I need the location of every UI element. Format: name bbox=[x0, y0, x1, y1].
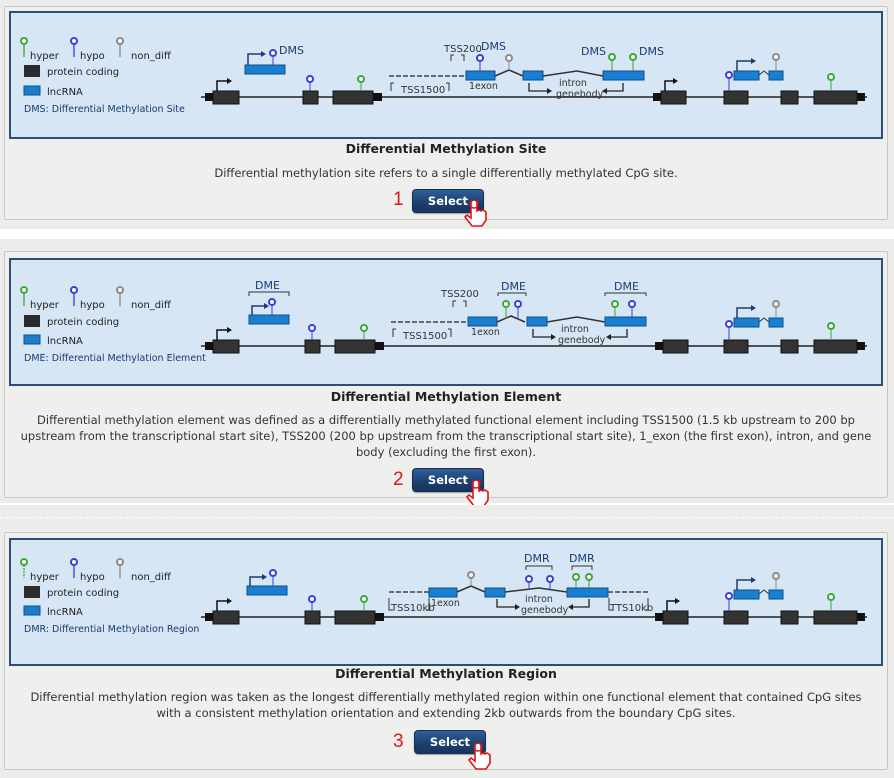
legend-lncrna-label: lncRNA bbox=[47, 87, 83, 98]
dmr-label: DMR bbox=[524, 552, 550, 565]
dms-label: DMS bbox=[581, 45, 606, 58]
legend-lncrna-label: lncRNA bbox=[47, 607, 83, 618]
separator bbox=[0, 517, 894, 518]
dme-label: DME bbox=[501, 280, 526, 293]
hand-cursor-icon bbox=[463, 200, 487, 227]
exon-label: 1exon bbox=[471, 327, 500, 338]
panel-title: Differential Methylation Region bbox=[335, 666, 557, 681]
legend-definition: DMR: Differential Methylation Region bbox=[24, 624, 199, 635]
legend-definition: DME: Differential Methylation Element bbox=[24, 353, 206, 364]
diagram-dms: hyper hypo non_diff protein coding lncRN… bbox=[9, 11, 883, 139]
dms-label: DMS bbox=[481, 40, 506, 53]
exon-label: 1exon bbox=[431, 598, 460, 609]
legend-hyper: hyper bbox=[20, 286, 60, 311]
dmr-label: DMR bbox=[569, 552, 595, 565]
tss10kb-label: TSS10kb bbox=[390, 603, 435, 614]
genebody-label: genebody bbox=[556, 89, 604, 100]
lncrna-swatch bbox=[23, 605, 41, 616]
legend-hypo: hypo bbox=[70, 558, 105, 583]
hand-cursor-icon bbox=[465, 480, 489, 507]
select-dme-button[interactable]: Select bbox=[412, 468, 484, 492]
gene-diagram-dme: hyper hypo non_diff protein coding lncRN… bbox=[20, 279, 867, 364]
tss1500-label: TSS1500 bbox=[400, 85, 445, 96]
legend-non-diff: non_diff bbox=[116, 558, 172, 583]
legend-hypo-label: hypo bbox=[80, 300, 105, 311]
lncrna-swatch bbox=[23, 334, 41, 345]
legend-hypo-label: hypo bbox=[80, 572, 105, 583]
legend-hypo: hypo bbox=[70, 37, 105, 62]
step-number: 1 bbox=[393, 189, 404, 210]
panel-dms: hyper hypo non_diff protein coding lncRN… bbox=[4, 6, 888, 227]
legend-hyper-label: hyper bbox=[30, 572, 60, 583]
tss200-label: TSS200 bbox=[440, 289, 479, 300]
lncrna-swatch bbox=[23, 85, 41, 96]
panel-description: Differential methylation site refers to … bbox=[214, 166, 678, 180]
legend-hypo-label: hypo bbox=[80, 51, 105, 62]
legend-non-diff: non_diff bbox=[116, 286, 172, 311]
step-number: 3 bbox=[393, 731, 404, 752]
select-dmr-button[interactable]: Select bbox=[414, 730, 486, 754]
exon-label: 1exon bbox=[469, 81, 498, 92]
protein-coding-swatch bbox=[24, 65, 40, 77]
dme-label: DME bbox=[614, 280, 639, 293]
panel-description: Differential methylation element was def… bbox=[20, 413, 872, 459]
legend-protein-coding-label: protein coding bbox=[47, 67, 119, 78]
genebody-label: genebody bbox=[558, 335, 606, 346]
gene-diagram-dmr: hyper hypo non_diff protein coding lncRN… bbox=[20, 552, 867, 635]
panel-title: Differential Methylation Element bbox=[330, 389, 562, 404]
legend-hypo: hypo bbox=[70, 286, 105, 311]
gene-diagram-dms: hyper hypo non_diff protein coding lncRN… bbox=[20, 37, 867, 115]
dms-label: DMS bbox=[639, 45, 664, 58]
diagram-dmr: hyper hypo non_diff protein coding lncRN… bbox=[9, 538, 883, 666]
legend-hyper-label: hyper bbox=[30, 300, 60, 311]
hand-cursor-icon bbox=[467, 743, 491, 770]
tts10kb-label: TTS10kb bbox=[609, 603, 653, 614]
tss200-label: TSS200 bbox=[443, 44, 482, 55]
intron-label: intron bbox=[525, 594, 553, 605]
legend-hyper: hyper bbox=[20, 37, 60, 62]
tss1500-label: TSS1500 bbox=[402, 331, 447, 342]
panel-title: Differential Methylation Site bbox=[345, 141, 547, 156]
diagram-dme: hyper hypo non_diff protein coding lncRN… bbox=[9, 258, 883, 386]
protein-coding-swatch bbox=[24, 586, 40, 598]
legend-non-diff: non_diff bbox=[116, 37, 172, 62]
intron-label: intron bbox=[561, 324, 589, 335]
legend-non-diff-label: non_diff bbox=[131, 572, 172, 583]
legend-protein-coding-label: protein coding bbox=[47, 588, 119, 599]
panel-dmr: hyper hypo non_diff protein coding lncRN… bbox=[4, 532, 888, 770]
legend-non-diff-label: non_diff bbox=[131, 51, 172, 62]
dme-label: DME bbox=[255, 279, 280, 292]
genebody-label: genebody bbox=[521, 605, 569, 616]
legend-non-diff-label: non_diff bbox=[131, 300, 172, 311]
step-number: 2 bbox=[393, 469, 404, 490]
legend-protein-coding-label: protein coding bbox=[47, 317, 119, 328]
legend-hyper: hyper bbox=[20, 558, 60, 583]
protein-coding-swatch bbox=[24, 315, 40, 327]
legend-lncrna-label: lncRNA bbox=[47, 336, 83, 347]
legend-hyper-label: hyper bbox=[30, 51, 60, 62]
panel-dme: hyper hypo non_diff protein coding lncRN… bbox=[4, 251, 888, 507]
legend-definition: DMS: Differential Methylation Site bbox=[24, 104, 185, 115]
panel-description: Differential methylation region was take… bbox=[30, 690, 862, 720]
dms-label: DMS bbox=[279, 44, 304, 57]
intron-label: intron bbox=[559, 78, 587, 89]
